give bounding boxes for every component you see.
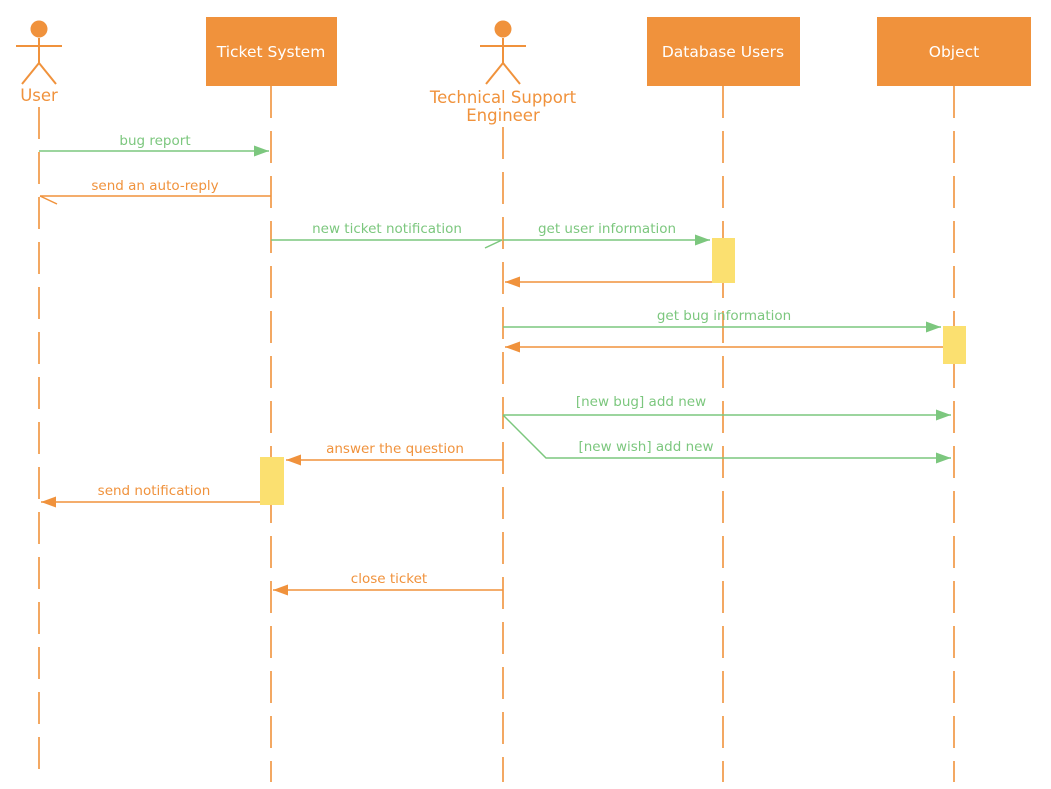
message-return-user-information: [505, 276, 712, 288]
message-label-new-wish-add-new: [new wish] add new: [578, 439, 713, 455]
message-line-new-wish-add-new: [502, 414, 951, 459]
message-new-ticket-notification: new ticket notification: [271, 221, 503, 249]
head-box-object: [877, 17, 1031, 86]
lifeline-ticket-system: Ticket System: [206, 17, 337, 782]
head-box-database-users: [647, 17, 800, 86]
actor-head-user: [30, 20, 48, 38]
arrowhead-solid-answer-the-question: [286, 454, 301, 466]
message-send-an-auto-reply: send an auto-reply: [39, 178, 271, 205]
lifeline-user: User: [16, 20, 62, 782]
message-close-ticket: close ticket: [273, 571, 503, 596]
actor-leg-left-technical-support-engineer: [485, 62, 504, 85]
message-label-answer-the-question: answer the question: [326, 441, 464, 457]
message-label-new-bug-add-new: [new bug] add new: [576, 394, 706, 410]
arrowhead-solid-send-notification: [41, 496, 56, 508]
message-label-new-ticket-notification: new ticket notification: [312, 221, 462, 237]
arrowhead-solid-new-bug-add-new: [936, 409, 951, 421]
message-label-bug-report: bug report: [119, 133, 190, 149]
arrowhead-solid-bug-report: [254, 145, 269, 157]
arrowhead-open-send-an-auto-reply: [39, 195, 58, 205]
lifeline-object: Object: [877, 17, 1031, 782]
arrowhead-solid-return-user-information: [505, 276, 520, 288]
activation-bar-database-users: [712, 238, 735, 283]
actor-icon-user: [16, 20, 62, 85]
arrowhead-solid-close-ticket: [273, 584, 288, 596]
lifeline-label-object: Object: [929, 43, 979, 61]
message-answer-the-question: answer the question: [286, 441, 503, 466]
arrowhead-solid-get-bug-information: [926, 321, 941, 333]
actor-head-technical-support-engineer: [494, 20, 512, 38]
message-label-get-user-information: get user information: [538, 221, 676, 237]
arrowhead-solid-get-user-information: [695, 234, 710, 246]
activation-bar-ticket-system: [260, 457, 284, 505]
arrowhead-solid-return-bug-information: [505, 341, 520, 353]
actor-leg-right-technical-support-engineer: [502, 62, 521, 85]
actor-leg-right-user: [38, 62, 57, 85]
message-label-get-bug-information: get bug information: [657, 308, 791, 324]
message-return-bug-information: [505, 341, 943, 353]
activation-bar-object: [943, 326, 966, 364]
message-new-wish-add-new: [new wish] add new: [502, 414, 951, 464]
message-label-send-notification: send notification: [98, 483, 211, 499]
head-box-ticket-system: [206, 17, 337, 86]
lifeline-label-user: User: [20, 86, 58, 105]
message-get-bug-information: get bug information: [503, 308, 941, 333]
message-get-user-information: get user information: [503, 221, 710, 246]
arrowhead-solid-new-wish-add-new: [936, 452, 951, 464]
lifeline-label-ticket-system: Ticket System: [216, 43, 326, 61]
actor-icon-technical-support-engineer: [480, 20, 526, 85]
message-bug-report: bug report: [39, 133, 269, 157]
message-label-close-ticket: close ticket: [351, 571, 427, 587]
actor-leg-left-user: [21, 62, 40, 85]
message-label-send-an-auto-reply: send an auto-reply: [91, 178, 218, 194]
lifeline-database-users: Database Users: [647, 17, 800, 782]
message-new-bug-add-new: [new bug] add new: [503, 394, 951, 421]
arrowhead-open-new-ticket-notification: [484, 239, 503, 249]
lifeline-label-database-users: Database Users: [662, 43, 784, 61]
message-send-notification: send notification: [41, 483, 260, 508]
